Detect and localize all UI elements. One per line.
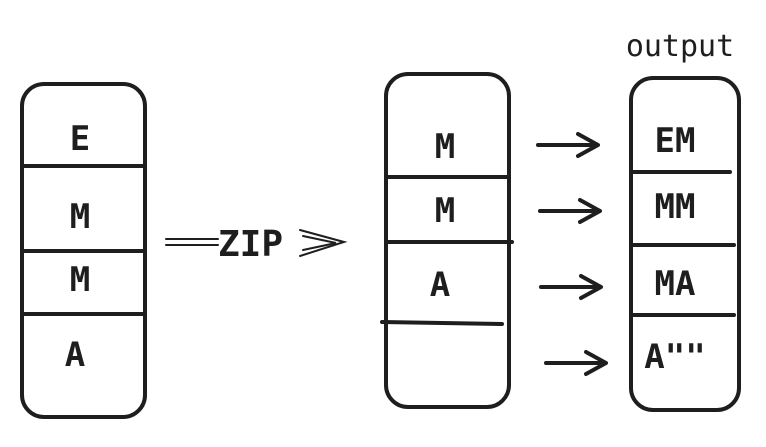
middle-column: M M A	[380, 72, 514, 409]
arrow-row-2	[539, 274, 603, 300]
arrow-row-3	[544, 350, 608, 376]
left-cell-2: M	[70, 260, 90, 300]
arrow-row-0	[536, 132, 600, 158]
middle-cell-1: M	[435, 191, 455, 231]
output-column-box	[629, 76, 741, 412]
output-title: output	[626, 29, 734, 64]
zip-arrow-head	[299, 229, 348, 257]
middle-cell-2: A	[430, 265, 450, 305]
left-column: E M M A	[20, 82, 147, 419]
output-cell-3: A""	[644, 337, 705, 377]
left-cell-3: A	[65, 335, 85, 375]
output-column: output EM MM MA A""	[626, 29, 741, 412]
left-cell-1: M	[70, 197, 90, 237]
middle-cell-0: M	[435, 127, 455, 167]
zip-label: ZIP	[218, 224, 283, 265]
middle-divider	[380, 320, 504, 326]
zip-arrow-head	[302, 235, 337, 251]
output-cell-2: MA	[655, 264, 696, 304]
output-cell-0: EM	[655, 121, 696, 161]
output-arrows	[536, 132, 608, 376]
left-cell-0: E	[70, 119, 90, 159]
output-cell-1: MM	[655, 187, 696, 227]
zip-arrow: ZIP	[165, 224, 348, 265]
arrow-row-1	[538, 198, 602, 224]
